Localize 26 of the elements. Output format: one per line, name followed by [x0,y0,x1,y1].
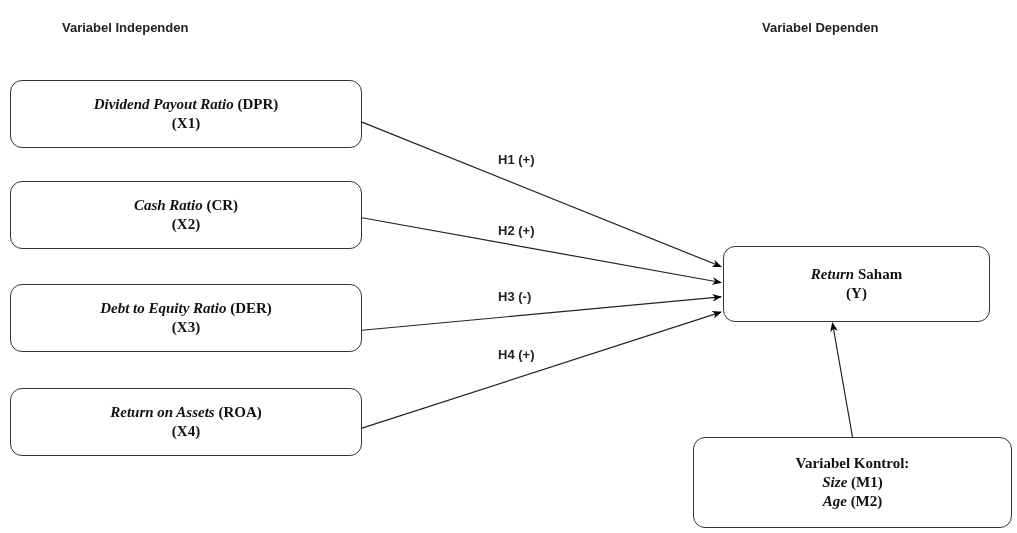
column-heading: Variabel Dependen [762,19,879,37]
arrow [361,121,722,268]
variable-box [10,284,362,352]
variable-box [10,388,362,456]
variable-text: Age (M2) [822,492,883,511]
variable-text: Debt to Equity Ratio (DER) [100,299,272,318]
arrow [361,293,722,331]
variable-text: (Y) [846,284,867,303]
variable-text: Size (M1) [822,473,883,492]
variable-text: Variabel Kontrol: [795,454,910,473]
variable-text: Cash Ratio (CR) [133,196,239,215]
variable-text: (X2) [171,215,201,234]
variable-text: Dividend Payout Ratio (DPR) [93,95,279,114]
variable-box [10,80,362,148]
variable-text: Return on Assets (ROA) [110,403,262,422]
arrow [361,217,722,285]
variable-box [693,437,1012,528]
variable-box [10,181,362,249]
variable-text: Return Saham [810,265,903,284]
variable-text: (X1) [171,114,201,133]
arrow [830,322,854,438]
variable-text: (X4) [171,422,201,441]
variable-text: (X3) [171,318,201,337]
column-heading: Variabel Independen [62,19,189,37]
arrow [361,311,722,429]
variable-box [723,246,990,322]
